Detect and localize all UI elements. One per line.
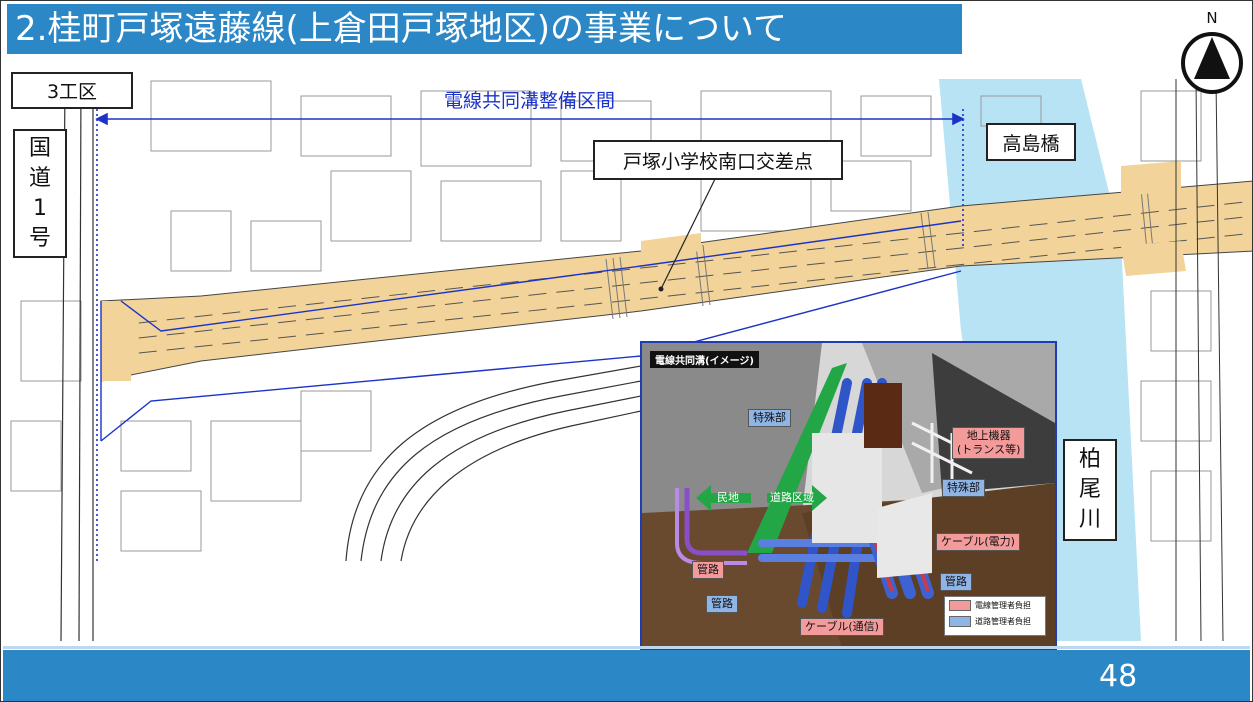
river-char-1: 柏 xyxy=(1078,447,1101,472)
footer-bar: 48 xyxy=(3,650,1250,701)
route-label: 国 道 1 号 xyxy=(13,129,67,258)
diagram-legend: 電線管理者負担 道路管理者負担 xyxy=(944,596,1046,636)
page-number: 48 xyxy=(1099,659,1138,694)
intersection-text: 戸塚小学校南口交差点 xyxy=(622,150,813,173)
river-char-2: 尾 xyxy=(1078,477,1101,502)
pipe-left-tag: 管路 xyxy=(692,561,724,579)
route-char-4: 号 xyxy=(28,225,51,251)
pipe-center-tag: 管路 xyxy=(706,595,738,613)
construction-section-label: 3工区 xyxy=(11,72,133,109)
route-char-3: 1 xyxy=(33,195,47,221)
utility-tunnel-diagram: 電線共同溝(イメージ) 特殊部 地上機器 (トランス等) 特殊部 民地 道路区域… xyxy=(640,341,1057,650)
legend-label-power: 電線管理者負担 xyxy=(975,600,1031,610)
special-part-right-tag: 特殊部 xyxy=(942,479,985,497)
road-area-label: 道路区域 xyxy=(770,491,814,504)
ground-equipment-tag: 地上機器 (トランス等) xyxy=(952,427,1026,459)
footer-divider xyxy=(3,646,1250,649)
title-bar: 2.桂町戸塚遠藤線(上倉田戸塚地区)の事業について xyxy=(7,4,962,54)
slide-title: 2.桂町戸塚遠藤線(上倉田戸塚地区)の事業について xyxy=(15,9,787,49)
ground-equipment-line1: 地上機器 xyxy=(966,429,1011,442)
legend-swatch-blue xyxy=(949,615,971,627)
section-label: 電線共同溝整備区間 xyxy=(444,90,616,112)
compass-label: N xyxy=(1206,9,1217,27)
route-char-1: 国 xyxy=(28,135,51,161)
legend-item-power: 電線管理者負担 xyxy=(945,597,1045,613)
private-land-label: 民地 xyxy=(717,491,739,504)
legend-swatch-red xyxy=(949,599,971,611)
ground-equipment-line2: (トランス等) xyxy=(957,443,1021,456)
route-char-2: 道 xyxy=(28,165,51,191)
cable-power-tag: ケーブル(電力) xyxy=(936,533,1020,551)
river-label: 柏 尾 川 xyxy=(1063,439,1117,541)
river-char-3: 川 xyxy=(1078,507,1101,532)
construction-section-text: 3工区 xyxy=(46,81,98,103)
intersection-label: 戸塚小学校南口交差点 xyxy=(593,140,843,180)
special-part-top-tag: 特殊部 xyxy=(748,409,791,427)
bridge-label: 高島橋 xyxy=(986,123,1076,161)
pipe-right-tag: 管路 xyxy=(940,573,972,591)
cable-comm-tag: ケーブル(通信) xyxy=(800,618,884,636)
diagram-title: 電線共同溝(イメージ) xyxy=(650,351,759,368)
north-arrow-icon: N xyxy=(1181,9,1243,94)
legend-label-road: 道路管理者負担 xyxy=(975,616,1031,626)
legend-item-road: 道路管理者負担 xyxy=(945,613,1045,629)
bridge-text: 高島橋 xyxy=(1002,132,1060,155)
